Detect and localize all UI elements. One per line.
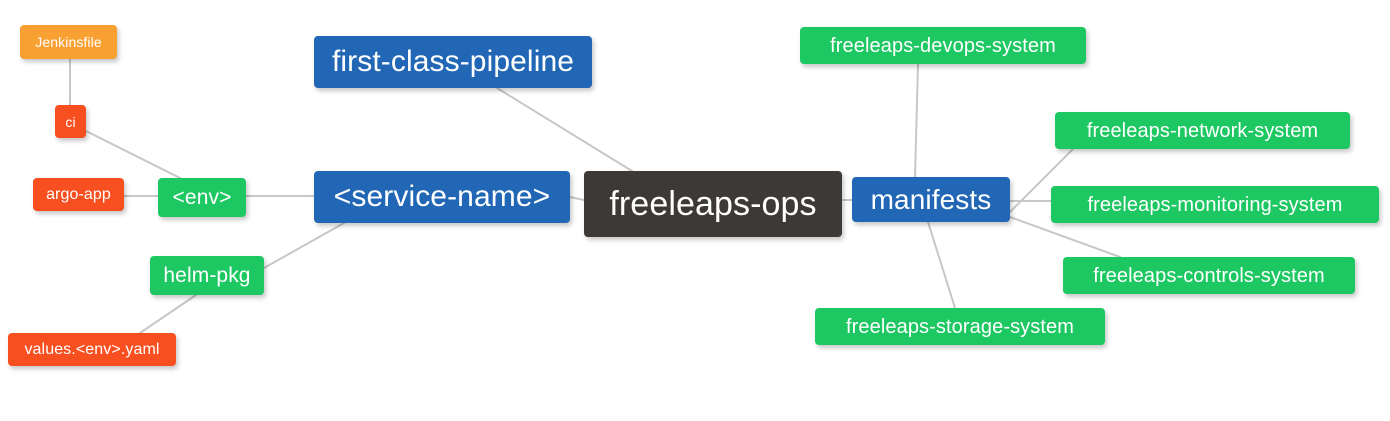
node-freeleaps-controls-system[interactable]: freeleaps-controls-system	[1063, 257, 1355, 294]
node-argo-app[interactable]: argo-app	[33, 178, 124, 211]
node-label-freeleaps-storage-system: freeleaps-storage-system	[845, 315, 1075, 338]
node-freeleaps-devops-system[interactable]: freeleaps-devops-system	[800, 27, 1086, 64]
node-label-freeleaps-devops-system: freeleaps-devops-system	[830, 34, 1056, 57]
node-helm-pkg[interactable]: helm-pkg	[150, 256, 264, 295]
node-service-name[interactable]: <service-name>	[314, 171, 570, 223]
edge-service-name-to-freeleaps-ops	[569, 196, 585, 201]
node-label-env: <env>	[172, 186, 232, 209]
edge-values-yaml-to-helm-pkg	[139, 294, 197, 334]
node-freeleaps-ops[interactable]: freeleaps-ops	[584, 171, 842, 237]
edge-ci-to-env	[85, 130, 181, 179]
node-freeleaps-storage-system[interactable]: freeleaps-storage-system	[815, 308, 1105, 345]
node-jenkinsfile[interactable]: Jenkinsfile	[20, 25, 117, 59]
node-label-argo-app: argo-app	[46, 185, 111, 203]
node-label-freeleaps-controls-system: freeleaps-controls-system	[1093, 264, 1325, 287]
node-label-helm-pkg: helm-pkg	[163, 264, 251, 287]
node-env[interactable]: <env>	[158, 178, 246, 217]
node-label-freeleaps-network-system: freeleaps-network-system	[1086, 119, 1319, 142]
node-label-freeleaps-monitoring-system: freeleaps-monitoring-system	[1087, 193, 1343, 216]
node-first-class-pipeline[interactable]: first-class-pipeline	[314, 36, 592, 88]
node-label-manifests: manifests	[870, 183, 992, 215]
edge-manifests-to-freeleaps-storage-system	[927, 221, 956, 309]
node-freeleaps-network-system[interactable]: freeleaps-network-system	[1055, 112, 1350, 149]
node-label-ci: ci	[65, 113, 76, 130]
node-label-values-yaml: values.<env>.yaml	[24, 340, 160, 358]
node-label-service-name: <service-name>	[333, 180, 551, 213]
edge-manifests-to-freeleaps-controls-system	[1009, 216, 1121, 258]
edge-manifests-to-freeleaps-devops-system	[914, 63, 919, 178]
node-values-yaml[interactable]: values.<env>.yaml	[8, 333, 176, 366]
node-label-freeleaps-ops: freeleaps-ops	[609, 185, 817, 223]
node-label-jenkinsfile: Jenkinsfile	[35, 34, 102, 50]
edge-helm-pkg-to-service-name	[263, 222, 345, 269]
node-ci[interactable]: ci	[55, 105, 86, 138]
node-freeleaps-monitoring-system[interactable]: freeleaps-monitoring-system	[1051, 186, 1379, 223]
node-manifests[interactable]: manifests	[852, 177, 1010, 222]
node-label-first-class-pipeline: first-class-pipeline	[331, 45, 575, 78]
edge-first-class-pipeline-to-freeleaps-ops	[496, 87, 633, 172]
